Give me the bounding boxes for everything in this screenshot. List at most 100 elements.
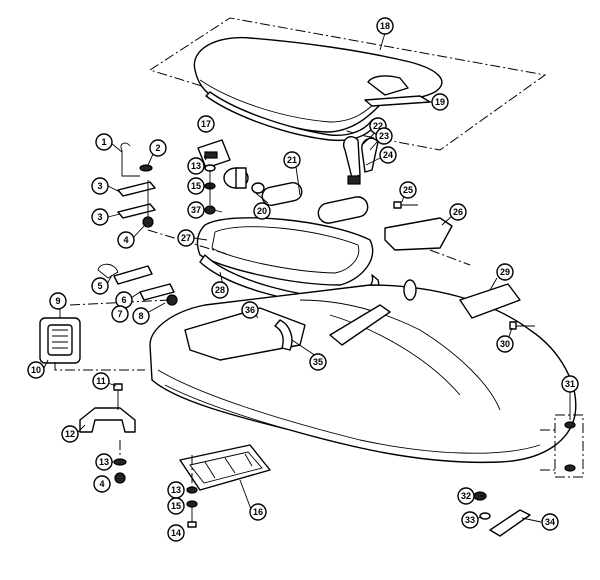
- callout-13c-label: 13: [171, 485, 181, 495]
- seat: [193, 36, 443, 142]
- tube-35: [274, 319, 293, 351]
- bracket-6a: [113, 265, 153, 285]
- plate-3a: [117, 181, 156, 197]
- callout-16-label: 16: [253, 507, 263, 517]
- callout-18: 18: [376, 17, 394, 35]
- callout-37: 37: [187, 201, 205, 219]
- hull-body: [149, 279, 577, 464]
- u-bolt: [120, 142, 140, 177]
- callout-8-label: 8: [138, 311, 143, 321]
- bolt-25: [393, 201, 418, 209]
- callout-34-label: 34: [545, 517, 555, 527]
- callout-10: 10: [27, 361, 45, 379]
- callout-15b: 15: [167, 497, 185, 515]
- callout-18-label: 18: [380, 21, 390, 31]
- callout-8: 8: [132, 307, 150, 325]
- washer-2: [139, 164, 153, 172]
- spring-clip-5: [97, 263, 119, 279]
- callout-20-label: 20: [257, 206, 267, 216]
- callout-9-label: 9: [55, 296, 60, 306]
- bolt-14: [187, 506, 197, 528]
- callout-13a: 13: [187, 157, 205, 175]
- callout-7-label: 7: [117, 309, 122, 319]
- callout-36-label: 36: [245, 305, 255, 315]
- callout-4b-label: 4: [99, 479, 104, 489]
- callout-25-label: 25: [403, 185, 413, 195]
- callout-5: 5: [91, 277, 109, 295]
- eyebolt-31-upper: [564, 421, 576, 429]
- nut-4-upper: [142, 216, 154, 228]
- callout-2-label: 2: [155, 143, 160, 153]
- eyebolt-31-lower: [564, 464, 576, 472]
- callout-12-label: 12: [65, 429, 75, 439]
- callout-24: 24: [379, 146, 397, 164]
- callout-27-label: 27: [181, 233, 191, 243]
- callout-34: 34: [541, 513, 559, 531]
- screw-30: [509, 321, 535, 330]
- callout-13c: 13: [167, 481, 185, 499]
- callout-14: 14: [167, 524, 185, 542]
- callout-9: 9: [49, 292, 67, 310]
- callout-11: 11: [92, 372, 110, 390]
- callout-19-label: 19: [435, 97, 445, 107]
- callout-4b: 4: [93, 475, 111, 493]
- callout-33-label: 33: [465, 515, 475, 525]
- tow-hook-34: [489, 509, 531, 537]
- hatch-cover-29: [459, 283, 521, 319]
- hardware-stack-upper: [204, 164, 216, 215]
- callout-19: 19: [431, 93, 449, 111]
- callout-31-label: 31: [565, 379, 575, 389]
- callout-12: 12: [61, 425, 79, 443]
- pump-cover-10: [39, 317, 81, 364]
- callout-35: 35: [309, 353, 327, 371]
- callout-21: 21: [283, 151, 301, 169]
- callout-7: 7: [111, 305, 129, 323]
- callout-35-label: 35: [313, 357, 323, 367]
- screw-11: [113, 383, 123, 410]
- callout-17-label: 17: [201, 119, 211, 129]
- callout-32: 32: [457, 487, 475, 505]
- callout-1-label: 1: [101, 137, 106, 147]
- callout-37-label: 37: [191, 205, 201, 215]
- callout-4a: 4: [117, 231, 135, 249]
- plate-3b: [117, 203, 156, 219]
- callout-13b: 13: [95, 453, 113, 471]
- callout-26-label: 26: [453, 207, 463, 217]
- cylinders-21: [223, 167, 369, 224]
- callout-23-label: 23: [379, 131, 389, 141]
- callout-13a-label: 13: [191, 161, 201, 171]
- callout-24-label: 24: [383, 150, 393, 160]
- eyebolt-group-31: [554, 414, 584, 478]
- callout-10-label: 10: [31, 365, 41, 375]
- storage-tray: [196, 217, 374, 286]
- callout-23: 23: [375, 127, 393, 145]
- callout-27: 27: [177, 229, 195, 247]
- callout-4a-label: 4: [123, 235, 128, 245]
- callout-2: 2: [149, 139, 167, 157]
- callout-25: 25: [399, 181, 417, 199]
- callout-21-label: 21: [287, 155, 297, 165]
- callout-30-label: 30: [500, 339, 510, 349]
- callout-28-label: 28: [215, 285, 225, 295]
- callout-15a-label: 15: [191, 181, 201, 191]
- callout-29-label: 29: [500, 267, 510, 277]
- callout-36: 36: [241, 301, 259, 319]
- callout-11-label: 11: [96, 376, 106, 386]
- callout-31: 31: [561, 375, 579, 393]
- callout-33: 33: [461, 511, 479, 529]
- callout-28: 28: [211, 281, 229, 299]
- bracket-17-clip: [204, 151, 218, 159]
- callout-6-label: 6: [121, 295, 126, 305]
- callout-3b-label: 3: [97, 212, 102, 222]
- bracket-12: [79, 407, 136, 433]
- callout-26: 26: [449, 203, 467, 221]
- callout-13b-label: 13: [99, 457, 109, 467]
- callout-29: 29: [496, 263, 514, 281]
- callout-15b-label: 15: [171, 501, 181, 511]
- washer-33: [479, 512, 491, 520]
- callout-1: 1: [95, 133, 113, 151]
- callout-3a-label: 3: [97, 181, 102, 191]
- seat-latch-assembly: [343, 136, 379, 185]
- callout-32-label: 32: [461, 491, 471, 501]
